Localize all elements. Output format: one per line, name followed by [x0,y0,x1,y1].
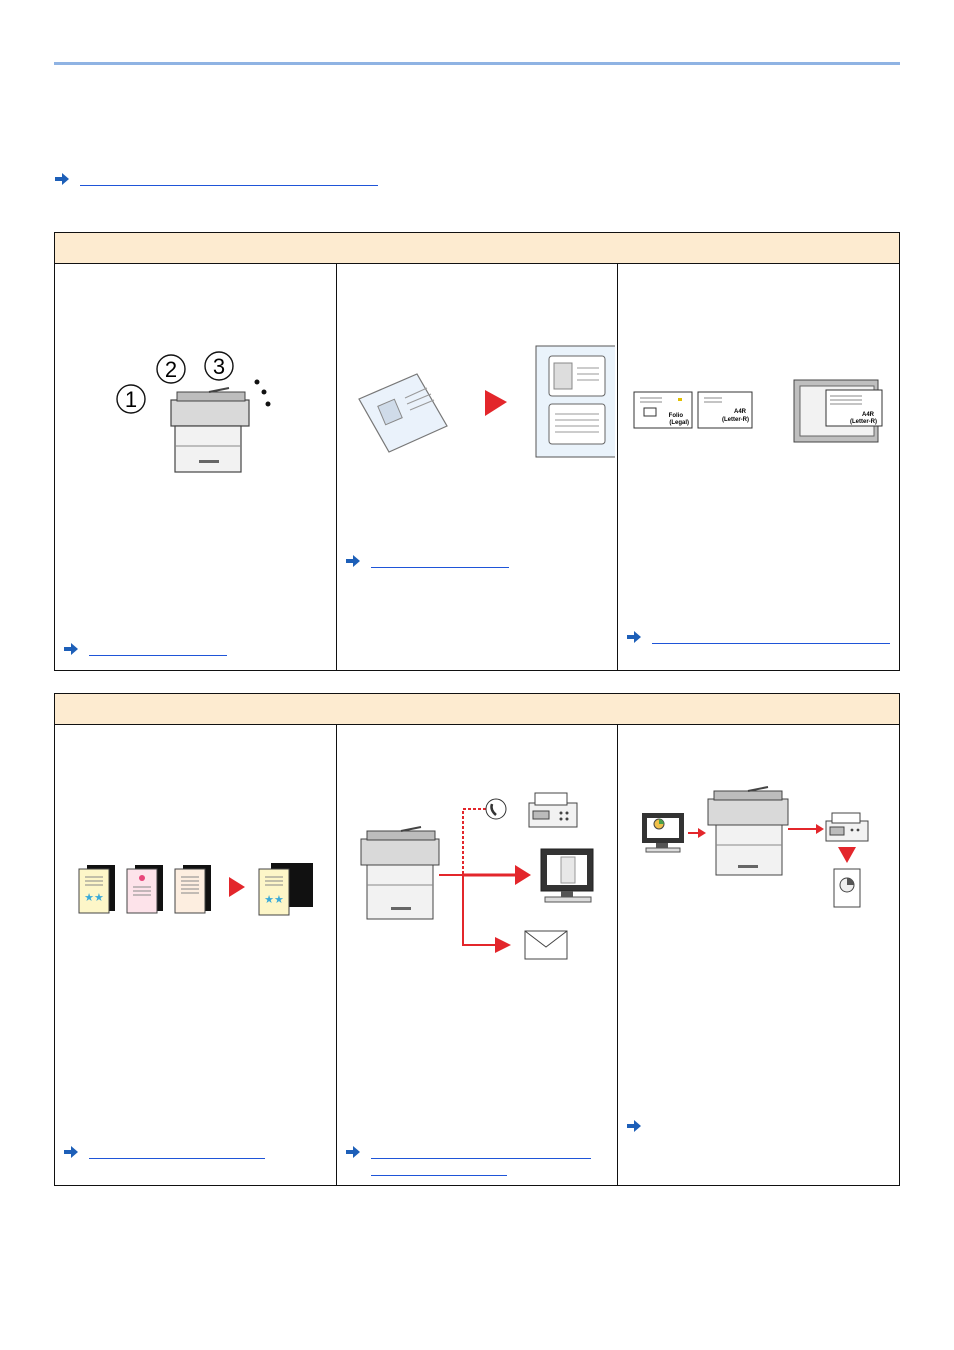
link-arrow-icon [64,643,78,655]
link-arrow-icon [55,173,69,185]
header-rule [54,62,900,65]
pc-fax-illustration [642,786,869,908]
copier-icon [707,786,789,876]
phone-icon [485,798,507,820]
cell-link-underline[interactable] [370,1157,591,1159]
a4r-label: A4R [734,409,747,415]
section-header [55,233,899,264]
link-arrow-icon [627,1120,642,1132]
svg-text:★★: ★★ [264,894,284,906]
copier-multi-scan-illustration: 1 2 3 [116,351,271,473]
speech-bubble-1-icon: 1 [116,384,146,414]
intro-link[interactable] [54,172,378,186]
cell-link-underline[interactable] [89,1157,265,1159]
cell-link[interactable] [345,554,509,568]
fax-icon [528,792,578,828]
document-stack-2 [126,865,163,914]
cell-link[interactable] [345,1145,591,1159]
link-arrow-icon [627,631,642,643]
a4r-label-2: A4R [862,412,875,418]
document-stack-3 [174,865,211,914]
letter-r-label-2: (Letter-R) [850,419,877,425]
copier-icon: A4R (Letter-R) [793,379,883,443]
copier-icon [170,387,250,473]
id-card-copy-illustration [357,345,615,458]
letter-r-label: (Letter-R) [722,417,749,423]
cell-link[interactable] [63,642,227,656]
cell-pc-fax [617,725,899,1185]
copier-icon [360,826,440,920]
cell-mixed-size: Folio (Legal) A4R (Letter-R) [617,264,899,670]
mixed-size-illustration: Folio (Legal) A4R (Letter-R) [633,379,883,443]
section-send-functions: ★★ ★★ [54,693,900,1186]
folio-label: Folio [669,413,684,419]
intro-link-underline[interactable] [80,184,378,186]
cell-link[interactable] [63,1145,265,1159]
arrow-right-icon [484,390,507,416]
cell-job-build: ★★ ★★ [55,725,336,1185]
cell-link-underline[interactable] [370,566,509,568]
cell-continuous-scan: 1 2 3 [55,264,336,670]
link-arrow-icon [345,555,360,567]
speech-bubble-2-icon: 2 [156,354,186,384]
document-stack-combined: ★★ [258,863,313,916]
speech-bubble-3-icon: 3 [204,351,234,381]
cell-link-underline-2[interactable] [370,1174,507,1176]
monitor-icon [540,848,594,903]
cell-link-underline[interactable] [89,654,227,656]
cell-link[interactable] [626,1119,652,1133]
link-arrow-icon [64,1146,78,1158]
a4r-sheet: A4R (Letter-R) [697,391,753,429]
document-icon [535,345,615,458]
section-header [55,694,899,725]
arrow-down-icon [838,847,857,863]
cell-link[interactable] [626,630,891,644]
monitor-icon [642,813,685,853]
job-build-illustration: ★★ ★★ [78,863,313,916]
svg-text:1: 1 [125,387,137,412]
multi-send-illustration [360,792,594,960]
svg-text:2: 2 [165,357,177,382]
document-stack-1: ★★ [78,865,115,914]
svg-text:★★: ★★ [84,892,104,904]
legal-label: (Legal) [670,420,690,426]
folio-sheet: Folio (Legal) [633,391,693,429]
cell-id-card-copy [335,264,618,670]
link-arrow-icon [345,1146,360,1158]
arrow-right-icon [229,877,245,897]
fax-icon [825,812,869,842]
document-icon [833,868,861,908]
svg-text:3: 3 [213,354,225,379]
section-copy-functions: 1 2 3 [54,232,900,671]
cell-link-underline[interactable] [652,642,891,644]
id-card-icon [357,373,448,453]
cell-multi-send [335,725,618,1185]
envelope-icon [524,930,568,960]
